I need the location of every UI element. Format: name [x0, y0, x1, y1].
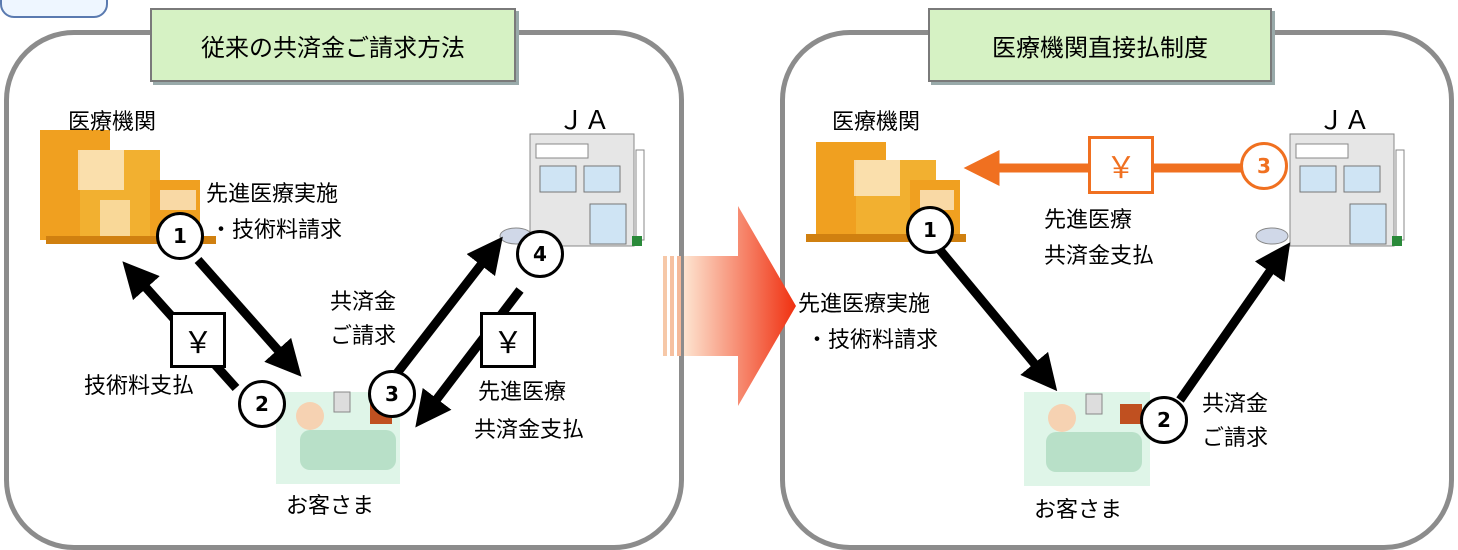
left-step-2-marker: 2: [238, 380, 286, 428]
left-customer-label: お客さま: [286, 494, 375, 519]
left-step-4-marker: 4: [516, 230, 564, 278]
left-yen-box-2: ￥: [480, 312, 536, 368]
left-step1-text-line2: ・技術料請求: [210, 218, 343, 243]
left-step3-text-line1: 共済金: [330, 290, 397, 315]
right-payment-text-line1: 先進医療: [1044, 208, 1133, 233]
right-ja-building-icon: [1255, 133, 1405, 247]
right-hospital-label: 医療機関: [832, 110, 921, 135]
right-step2-text-line2: ご請求: [1202, 426, 1269, 451]
left-yen-box-1: ￥: [170, 312, 226, 368]
right-yen-box: ￥: [1088, 136, 1154, 194]
right-arrows: [936, 150, 1291, 403]
diagram-graphics: [40, 130, 1405, 486]
left-ja-label: ＪＡ: [558, 106, 611, 136]
right-customer-label: お客さま: [1034, 498, 1123, 523]
left-hospital-building-icon: [40, 130, 216, 244]
left-ja-building-icon: [499, 133, 645, 247]
left-panel-title: 従来の共済金ご請求方法: [150, 8, 516, 82]
left-step3-text-line2: ご請求: [330, 324, 397, 349]
left-hospital-label: 医療機関: [68, 110, 157, 135]
left-step4-text-line2: 共済金支払: [474, 418, 585, 443]
left-step-3-marker: 3: [368, 370, 416, 418]
right-step-1-marker: 1: [906, 206, 954, 254]
left-step4-text-line1: 先進医療: [478, 380, 567, 405]
right-panel-title: 医療機関直接払制度: [928, 8, 1272, 82]
left-step1-text-line1: 先進医療実施: [206, 182, 339, 207]
left-step-1-marker: 1: [156, 212, 204, 260]
right-step-3-marker: 3: [1240, 142, 1288, 190]
right-ja-label: ＪＡ: [1318, 106, 1371, 136]
right-step1-text-line1: 先進医療実施: [798, 292, 931, 317]
right-step-2-marker: 2: [1140, 396, 1188, 444]
left-step2-text: 技術料支払: [84, 374, 195, 399]
right-payment-text-line2: 共済金支払: [1044, 244, 1155, 269]
right-patient-icon: [1024, 392, 1150, 486]
corner-badge-icon: [0, 0, 108, 18]
transition-arrow-icon: [663, 206, 796, 406]
right-step1-text-line2: ・技術料請求: [806, 328, 939, 353]
right-step2-text-line1: 共済金: [1202, 392, 1269, 417]
